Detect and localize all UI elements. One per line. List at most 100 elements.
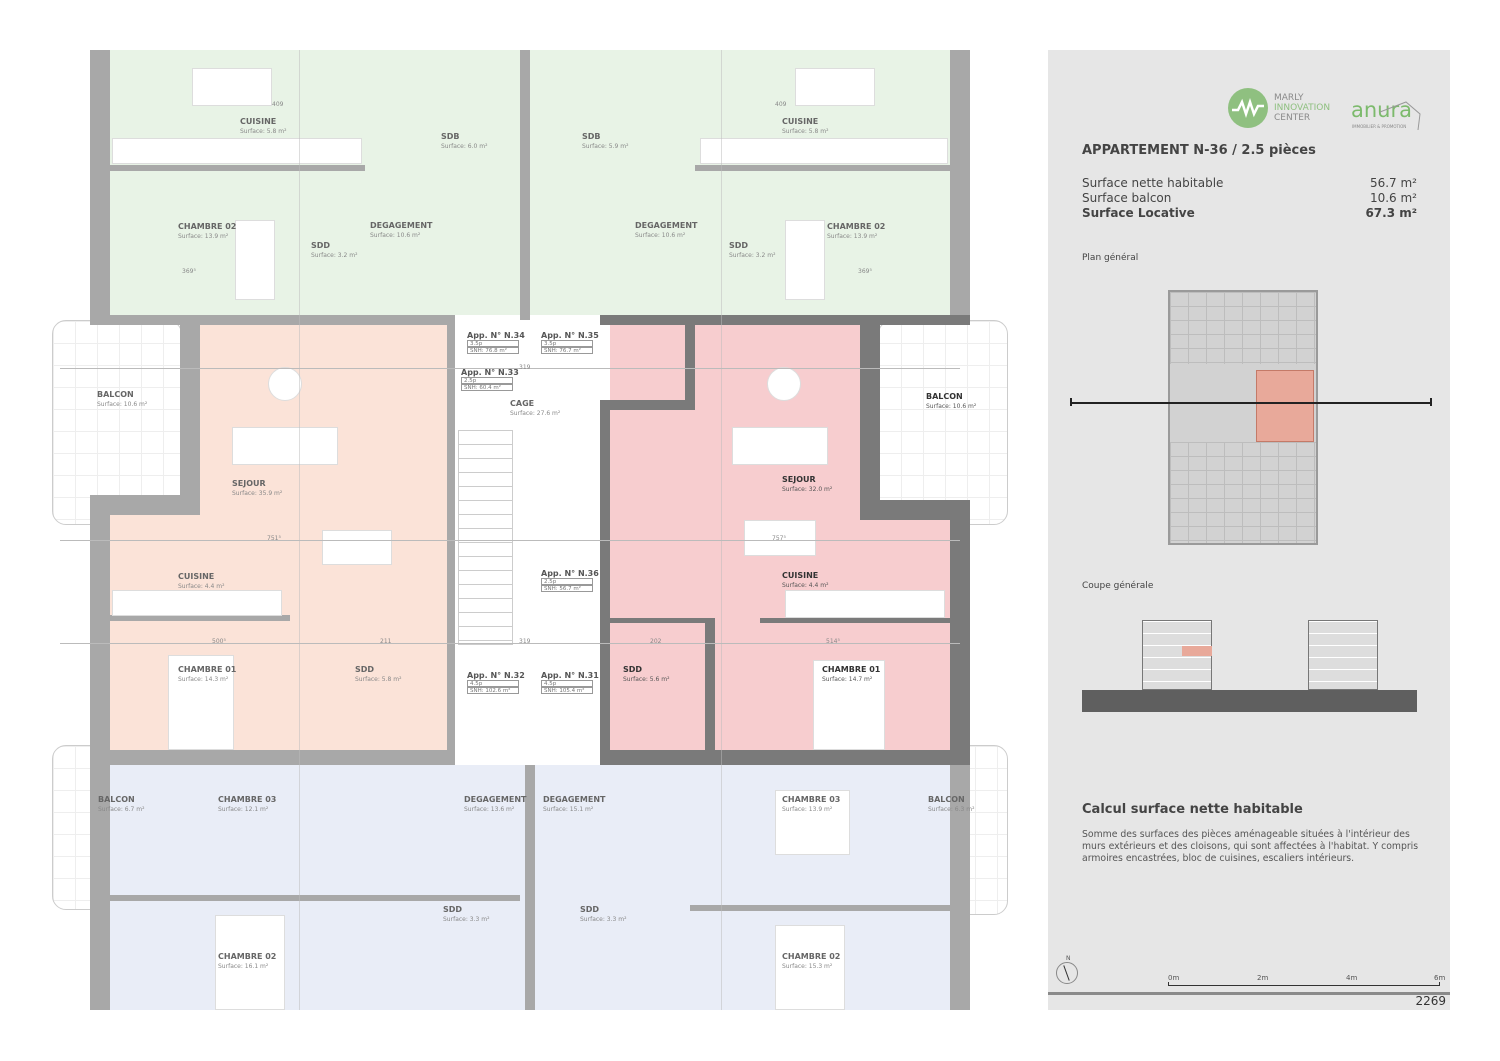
marly-logo-icon [1228, 88, 1268, 128]
apartment-title: APPARTEMENT N-36 / 2.5 pièces [1082, 143, 1316, 158]
calc-title: Calcul surface nette habitable [1082, 802, 1303, 817]
scale-label: 2m [1257, 974, 1269, 982]
dimension: 202 [650, 638, 662, 645]
section-cut-line [1070, 402, 1432, 404]
dimension: 369⁵ [858, 268, 872, 275]
mini-plan-highlight [1256, 370, 1314, 442]
bed [235, 220, 275, 300]
zone-apt-36-lower [610, 520, 950, 750]
scale-label: 6m [1434, 974, 1446, 982]
house-outline-icon [1379, 101, 1421, 131]
calc-description: Somme des surfaces des pièces aménageabl… [1082, 829, 1419, 864]
anura-logo-subtitle: IMMOBILIER & PROMOTION [1352, 124, 1407, 129]
dimension: 319 [519, 364, 531, 371]
sofa [732, 427, 828, 465]
kitchen-counter [112, 138, 362, 164]
kitchen-counter [785, 590, 945, 618]
scale-bar [1168, 982, 1440, 986]
surface-locative-value: 67.3 m² [1365, 206, 1417, 220]
bed [785, 220, 825, 300]
zone-apt-33-upper [200, 325, 447, 505]
dimension: 514⁵ [826, 638, 840, 645]
dining-table [192, 68, 272, 106]
page-number: 2269 [1415, 994, 1446, 1008]
mini-plan [1168, 290, 1318, 545]
coupe-generale-label: Coupe générale [1082, 581, 1154, 591]
surface-value: 56.7 m² [1369, 176, 1417, 190]
sofa [232, 427, 338, 465]
bed [775, 790, 850, 855]
north-arrow-icon [1056, 962, 1078, 984]
surface-label: Surface nette habitable [1082, 176, 1224, 190]
kitchen-counter [112, 590, 282, 616]
dimension: 757⁵ [772, 535, 786, 542]
staircase [458, 430, 513, 645]
dining-table [795, 68, 875, 106]
bed [813, 660, 885, 750]
scale-label: 4m [1346, 974, 1358, 982]
bed [775, 925, 845, 1010]
dimension: 319 [519, 638, 531, 645]
scale-label: 0m [1168, 974, 1180, 982]
dimension: 751⁵ [267, 535, 281, 542]
footer-rule [1048, 992, 1450, 995]
dining-table [322, 530, 392, 565]
dining-table [744, 520, 816, 556]
kitchen-counter [700, 138, 948, 164]
zone-apt-36-upper [610, 325, 860, 525]
round-table [767, 367, 801, 401]
dimension: 369⁵ [182, 268, 196, 275]
bed [215, 915, 285, 1010]
surface-locative-label: Surface Locative [1082, 206, 1195, 220]
balcony-right-middle [878, 320, 1008, 525]
north-label: N [1066, 955, 1071, 962]
dimension: 500⁵ [212, 638, 226, 645]
surface-label: Surface balcon [1082, 191, 1172, 205]
section-drawing [1082, 620, 1417, 712]
balcony-left-middle [52, 320, 182, 525]
dimension: 409 [272, 101, 284, 108]
plan-general-label: Plan général [1082, 253, 1139, 263]
round-table [268, 367, 302, 401]
dimension: 211 [380, 638, 392, 645]
bed [168, 655, 234, 750]
surface-value: 10.6 m² [1369, 191, 1417, 205]
